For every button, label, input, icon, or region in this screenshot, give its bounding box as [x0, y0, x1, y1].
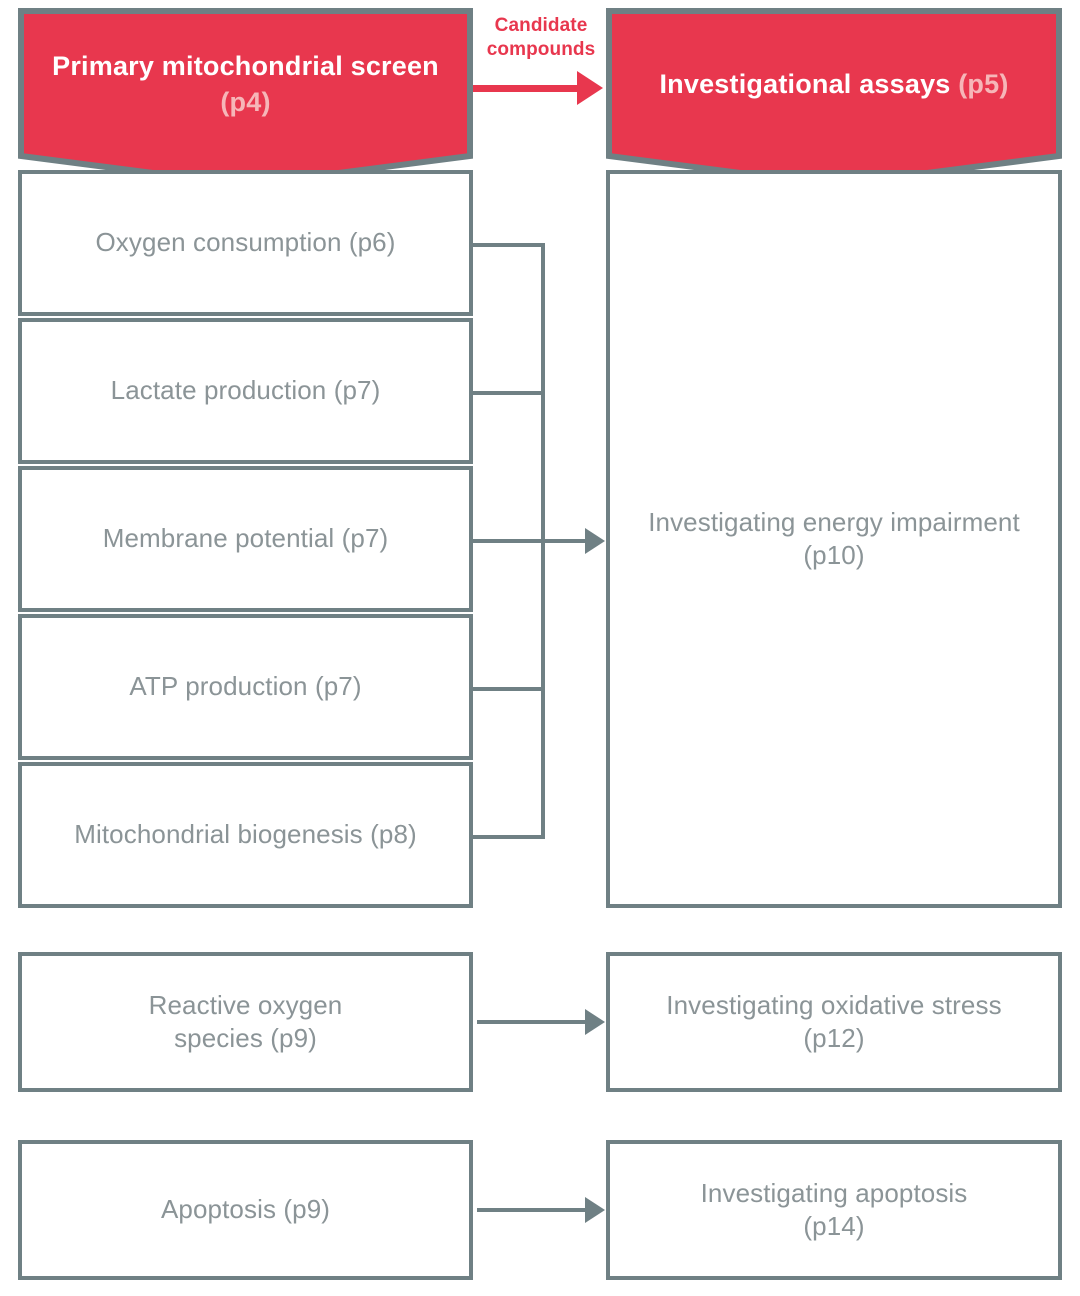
box-investigating-apoptosis[interactable]: Investigating apoptosis (p14): [606, 1140, 1062, 1280]
box-lactate-production[interactable]: Lactate production (p7): [18, 318, 473, 464]
box-oxygen-consumption-label: Oxygen consumption (p6): [95, 227, 396, 258]
box-oxygen-consumption[interactable]: Oxygen consumption (p6): [18, 170, 473, 316]
banner-primary-page: (p4): [220, 87, 271, 117]
box-investigating-apoptosis-label: Investigating apoptosis (p14): [700, 1177, 968, 1241]
box-apoptosis[interactable]: Apoptosis (p9): [18, 1140, 473, 1280]
box-mitochondrial-biogenesis[interactable]: Mitochondrial biogenesis (p8): [18, 762, 473, 908]
bracket-stub-atp: [472, 687, 545, 691]
arrow-shaft-apoptosis: [477, 1208, 588, 1212]
box-investigating-energy-impairment[interactable]: Investigating energy impairment (p10): [606, 170, 1062, 908]
candidate-compounds-label: Candidate compounds: [479, 14, 603, 62]
banner-investigational-page: (p5): [958, 69, 1009, 100]
banner-investigational-assays[interactable]: Investigational assays (p5): [606, 8, 1062, 188]
banner-investigational-label: Investigational assays (p5): [624, 67, 1044, 129]
bracket-stub-biogenesis: [472, 835, 545, 839]
banner-primary-label: Primary mitochondrial screen (p4): [36, 49, 455, 146]
box-membrane-potential-label: Membrane potential (p7): [102, 523, 389, 554]
arrow-head-apoptosis-icon: [585, 1197, 605, 1223]
box-reactive-oxygen-species[interactable]: Reactive oxygen species (p9): [18, 952, 473, 1092]
candidate-arrow-head-icon: [577, 71, 603, 105]
banner-primary-mitochondrial-screen[interactable]: Primary mitochondrial screen (p4): [18, 8, 473, 188]
bracket-stub-oxygen: [472, 243, 545, 247]
box-investigating-oxidative-stress[interactable]: Investigating oxidative stress (p12): [606, 952, 1062, 1092]
bracket-stub-membrane: [472, 539, 545, 543]
banner-primary-title: Primary mitochondrial screen: [52, 51, 439, 82]
candidate-compounds-line2: compounds: [486, 38, 596, 60]
arrow-shaft-oxidative: [477, 1020, 588, 1024]
box-atp-production[interactable]: ATP production (p7): [18, 614, 473, 760]
arrow-head-oxidative-icon: [585, 1009, 605, 1035]
bracket-stub-lactate: [472, 391, 545, 395]
candidate-compounds-line1: Candidate: [494, 15, 588, 36]
box-atp-production-label: ATP production (p7): [129, 671, 362, 702]
box-membrane-potential[interactable]: Membrane potential (p7): [18, 466, 473, 612]
candidate-arrow-shaft: [473, 85, 579, 92]
box-investigating-oxidative-stress-label: Investigating oxidative stress (p12): [666, 989, 1002, 1053]
box-reactive-oxygen-species-label: Reactive oxygen species (p9): [148, 989, 343, 1053]
banner-investigational-title: Investigational assays: [659, 69, 951, 100]
bracket-arrow-head-energy-icon: [585, 528, 605, 554]
bracket-arrow-shaft-energy: [541, 539, 588, 543]
box-mitochondrial-biogenesis-label: Mitochondrial biogenesis (p8): [74, 819, 417, 850]
box-apoptosis-label: Apoptosis (p9): [160, 1194, 331, 1225]
box-lactate-production-label: Lactate production (p7): [110, 375, 381, 406]
box-investigating-energy-impairment-label: Investigating energy impairment (p10): [648, 506, 1020, 570]
